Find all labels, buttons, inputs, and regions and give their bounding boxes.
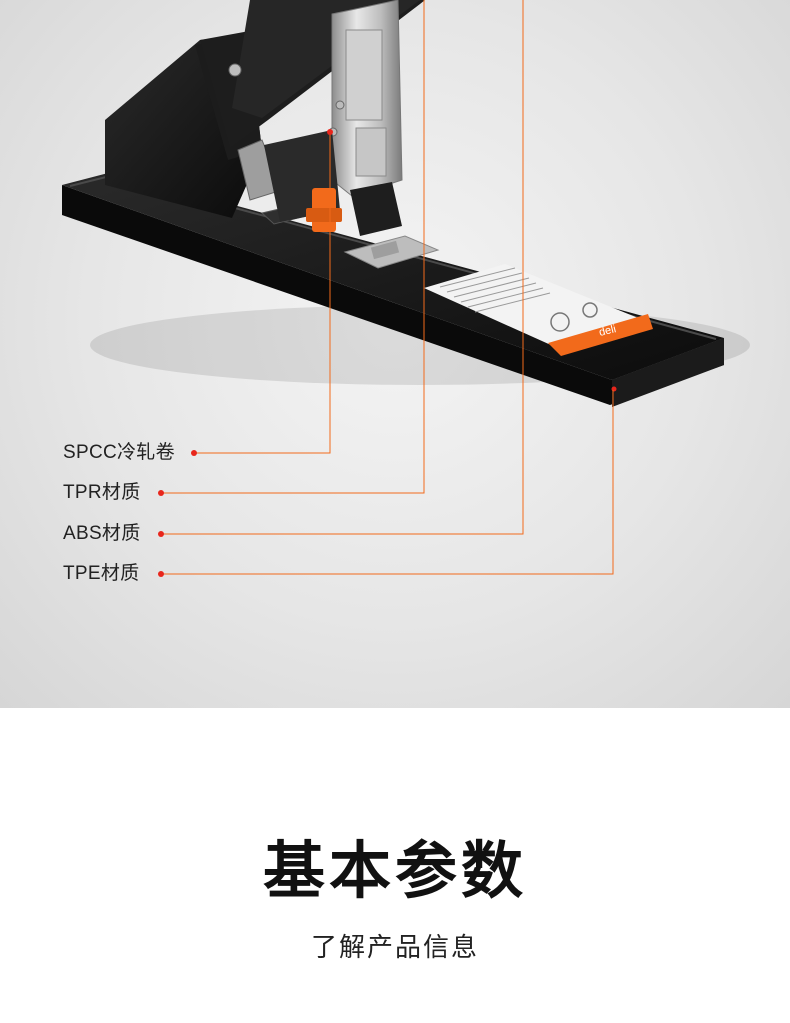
basic-parameters-section: 基本参数 了解产品信息 [0, 708, 790, 1023]
instruction-label: deli [424, 264, 653, 356]
callout-leader-lines [158, 0, 614, 577]
callout-label-abs: ABS材质 [63, 523, 141, 544]
heavy-duty-stapler-illustration: deli [62, 0, 750, 407]
brand-logo: deli [598, 323, 618, 339]
callout-dot [158, 531, 164, 537]
section-subtitle: 了解产品信息 [310, 932, 479, 962]
section-title: 基本参数 [262, 834, 527, 907]
pivot-screw [228, 63, 242, 77]
product-photo-section: deli [0, 0, 790, 708]
callout-dot [158, 571, 164, 577]
callout-label-tpr: TPR材质 [63, 482, 141, 503]
callout-dot [191, 450, 197, 456]
callout-label-tpe: TPE材质 [63, 563, 140, 584]
callout-dot [158, 490, 164, 496]
callout-label-spcc: SPCC冷轧卷 [63, 442, 175, 463]
callout-anchor-dot [327, 129, 333, 135]
